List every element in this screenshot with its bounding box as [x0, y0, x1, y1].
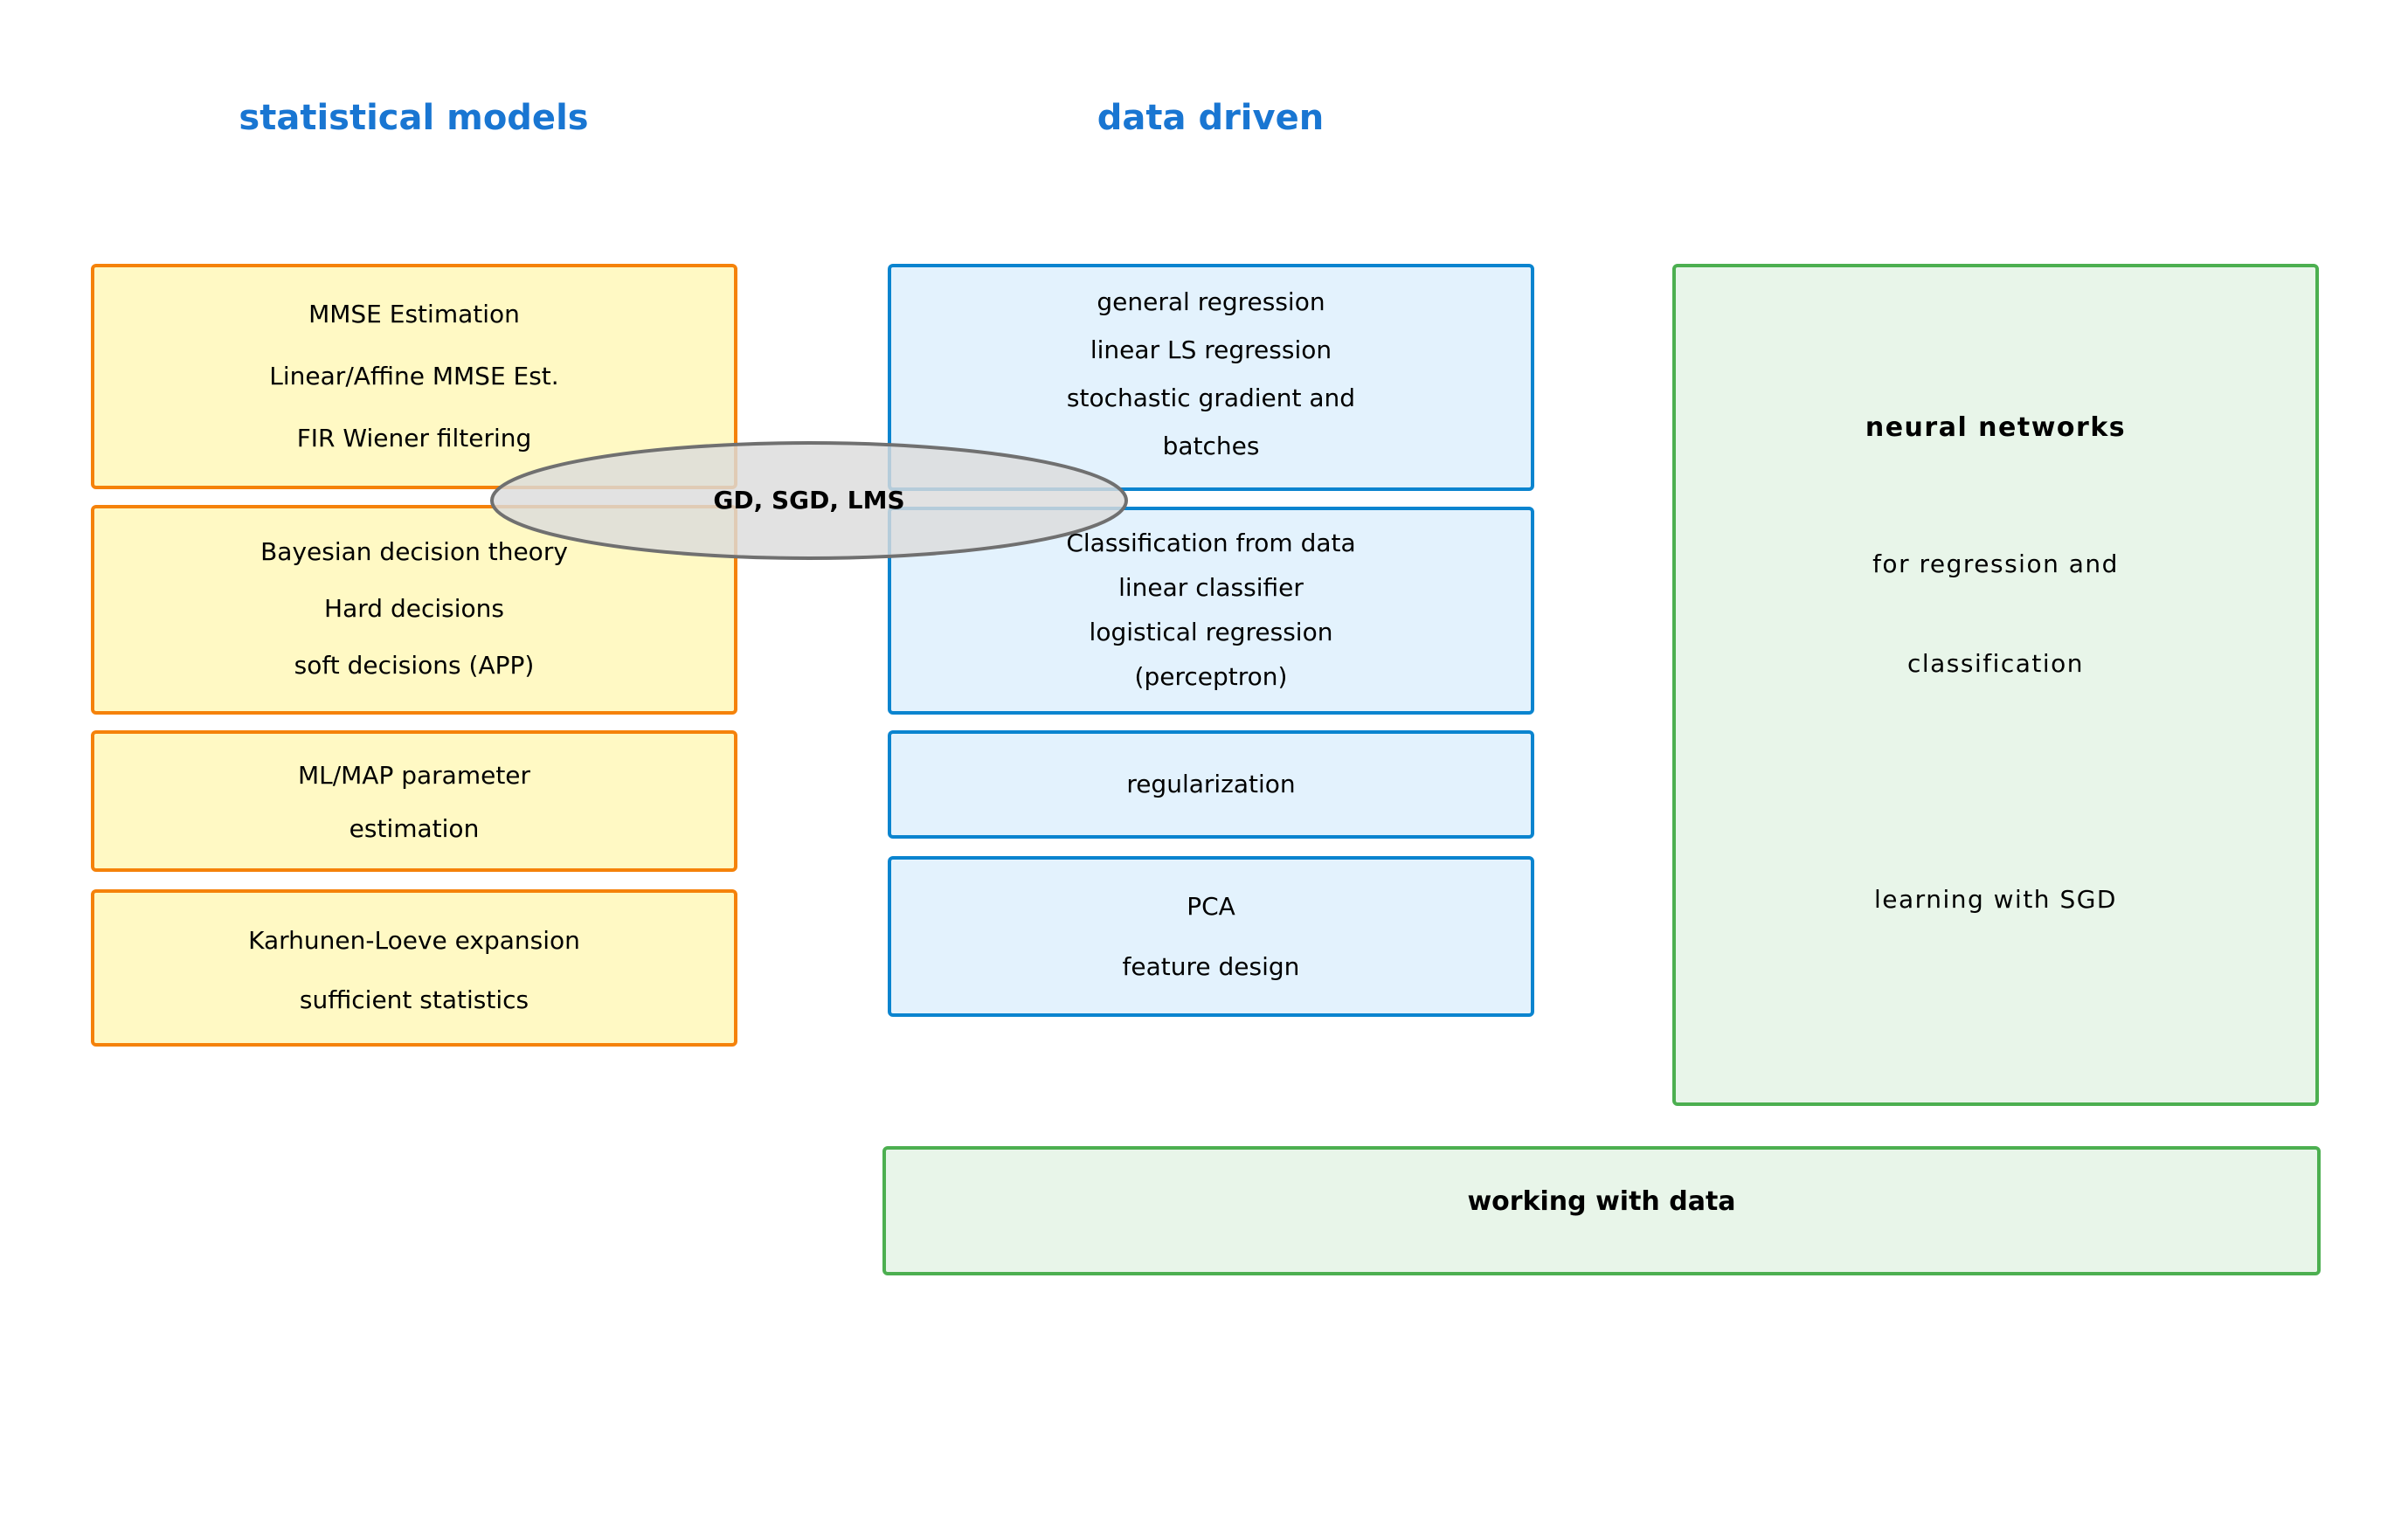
- box-line: MMSE Estimation: [308, 300, 520, 328]
- box-line: regularization: [1126, 770, 1296, 798]
- bridge-ellipse: GD, SGD, LMS: [489, 439, 1129, 562]
- box-line: (perceptron): [1134, 662, 1288, 691]
- box-neural-networks: neural networks for regression and class…: [1672, 264, 2319, 1106]
- box-line: Karhunen-Loeve expansion: [248, 926, 580, 955]
- working-with-data-label: working with data: [1467, 1186, 1736, 1217]
- box-line: general regression: [1097, 287, 1325, 316]
- box-line: Hard decisions: [324, 594, 504, 623]
- box-line: feature design: [1122, 952, 1300, 981]
- box-line: sufficient statistics: [299, 985, 529, 1014]
- box-line: stochastic gradient and: [1066, 384, 1356, 412]
- box-karhunen-loeve: Karhunen-Loeve expansion sufficient stat…: [91, 889, 737, 1047]
- neural-networks-title: neural networks: [1865, 412, 2127, 443]
- box-line: learning with SGD: [1874, 885, 2117, 914]
- box-line: soft decisions (APP): [294, 651, 535, 680]
- column-title-statistical-models: statistical models: [239, 98, 589, 138]
- box-line: Bayesian decision theory: [260, 537, 568, 566]
- column-title-data-driven: data driven: [1097, 98, 1325, 138]
- box-line: estimation: [349, 814, 480, 843]
- box-line: PCA: [1187, 892, 1235, 921]
- box-line: for regression and: [1872, 549, 2119, 578]
- box-regularization: regularization: [888, 730, 1534, 839]
- box-line: ML/MAP parameter: [297, 761, 531, 790]
- box-line: linear classifier: [1118, 573, 1304, 602]
- box-line: FIR Wiener filtering: [296, 424, 532, 453]
- box-ml-map-estimation: ML/MAP parameter estimation: [91, 730, 737, 872]
- box-mmse-estimation: MMSE Estimation Linear/Affine MMSE Est. …: [91, 264, 737, 489]
- box-pca-feature-design: PCA feature design: [888, 856, 1534, 1017]
- bridge-ellipse-shape: [490, 441, 1128, 560]
- bridge-label: GD, SGD, LMS: [713, 485, 905, 515]
- box-line: logistical regression: [1089, 618, 1333, 646]
- box-line: linear LS regression: [1090, 335, 1332, 364]
- box-line: Linear/Affine MMSE Est.: [269, 362, 559, 390]
- box-line: classification: [1906, 649, 2085, 678]
- box-working-with-data: working with data: [882, 1146, 2321, 1275]
- box-line: Classification from data: [1066, 529, 1356, 557]
- box-line: batches: [1162, 432, 1260, 460]
